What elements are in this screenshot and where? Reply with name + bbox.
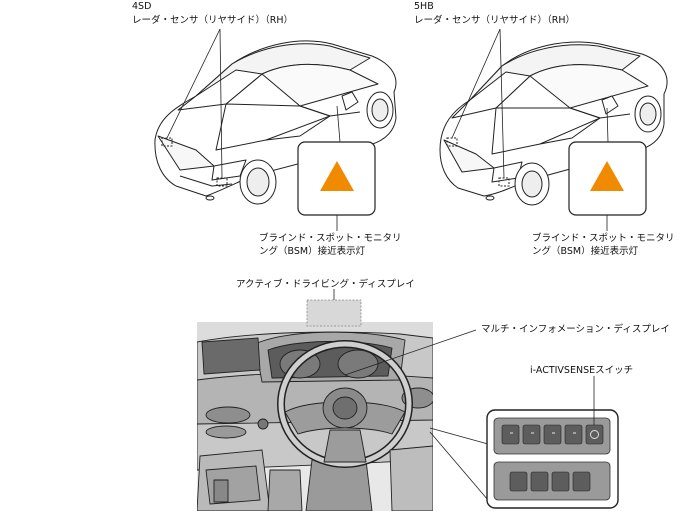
variant-4sd-indicator-label-1: ブラインド・スポット・モニタリ — [259, 233, 402, 244]
variant-4sd-title: 4SD — [132, 1, 152, 12]
sedan-sensor-leader-lines — [166, 28, 223, 179]
active-driving-display-area — [306, 299, 362, 327]
lower-switch-button-1[interactable] — [509, 471, 528, 492]
variant-4sd-sensor-label: レーダ・センサ（リヤサイド）（RH） — [132, 15, 293, 26]
sedan-bsm-warning-icon — [320, 161, 354, 191]
i-activsense-switch-label: i-ACTIVSENSEスイッチ — [530, 365, 634, 376]
hatchback-bsm-warning-icon — [590, 161, 624, 191]
variant-4sd-indicator-label-2: ング（BSM）接近表示灯 — [259, 246, 366, 257]
i-activsense-switch-icon — [590, 430, 599, 439]
switch-button-1[interactable] — [501, 424, 520, 445]
sedan-indicator-leader-top — [336, 105, 341, 143]
lower-switch-button-3[interactable] — [551, 471, 570, 492]
hatchback-sensor-leader-lines — [451, 28, 505, 179]
lower-switch-button-4[interactable] — [572, 471, 591, 492]
hatchback-indicator-leader-top — [606, 107, 609, 143]
multi-info-display-label: マルチ・インフォメーション・ディスプレイ — [481, 324, 670, 335]
cockpit-illustration — [197, 289, 489, 511]
active-driving-display-label: アクティブ・ドライビング・ディスプレイ — [236, 279, 415, 290]
variant-5hb-indicator-label-1: ブラインド・スポット・モニタリ — [532, 233, 675, 244]
switch-zoom-leader-lines — [429, 427, 489, 501]
i-activsense-switch-button[interactable] — [585, 424, 604, 445]
multi-info-leader-line — [344, 329, 477, 376]
variant-5hb-indicator-label-2: ング（BSM）接近表示灯 — [532, 246, 639, 257]
switch-button-2[interactable] — [522, 424, 541, 445]
variant-5hb-title: 5HB — [414, 1, 434, 12]
switch-row-lower — [509, 471, 591, 492]
variant-5hb-sensor-label: レーダ・センサ（リヤサイド）（RH） — [414, 15, 575, 26]
switch-button-4[interactable] — [564, 424, 583, 445]
switch-button-3[interactable] — [543, 424, 562, 445]
switch-row-upper — [501, 424, 604, 445]
lower-switch-button-2[interactable] — [530, 471, 549, 492]
sedan-4sd-illustration — [154, 40, 397, 205]
